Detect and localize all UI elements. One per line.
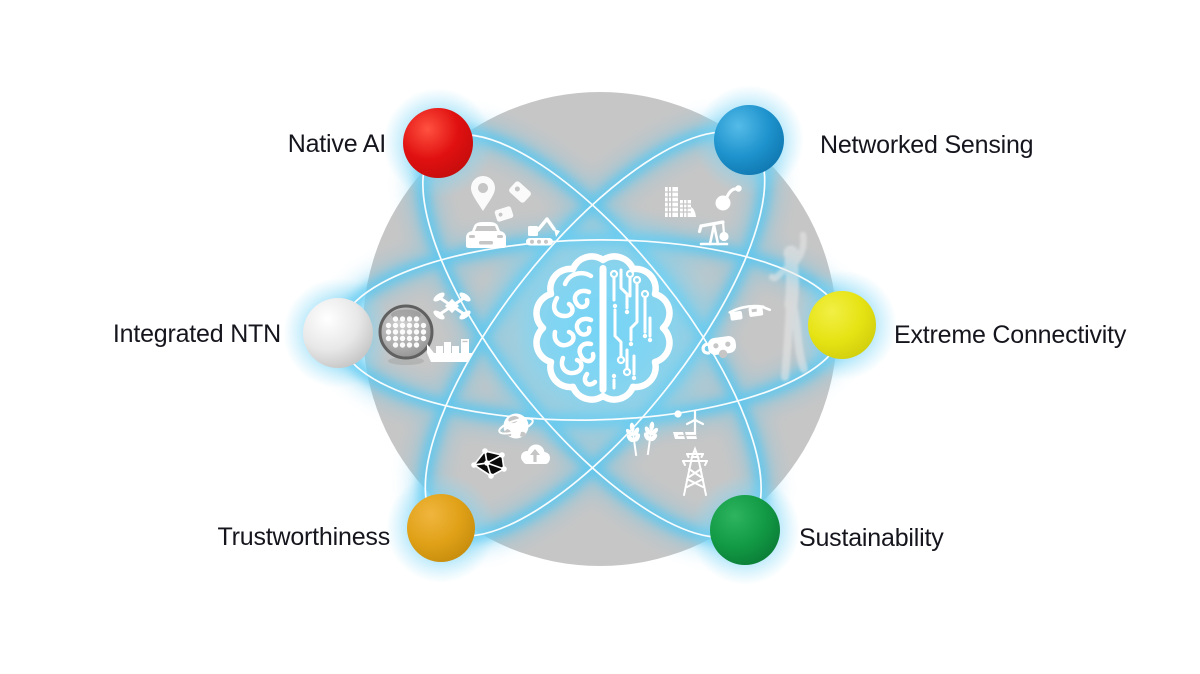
car-icon [466,222,506,248]
map-pins-icon [471,176,531,222]
label-sustainability: Sustainability [799,524,944,552]
ai-brain-icon [533,253,673,403]
excavator-icon [526,217,560,246]
node-extreme-connectivity [808,291,876,359]
brain-circuits [609,268,653,390]
node-integrated-ntn [303,298,373,368]
wheat-icon [625,421,659,456]
label-extreme-connectivity: Extreme Connectivity [894,321,1127,349]
node-trustworthiness [407,494,475,562]
power-tower-icon [682,446,708,496]
oil-pump-icon [697,220,729,246]
label-native-ai: Native AI [287,130,386,158]
drone-icon [433,292,471,320]
renewable-energy-icon [673,409,705,440]
node-sustainability [710,495,780,565]
cargo-ship-icon [427,339,473,362]
node-native-ai [403,108,473,178]
label-networked-sensing: Networked Sensing [820,131,1034,159]
brain-folds [552,271,598,387]
satellite-sphere-icon [378,304,434,365]
sensor-ball-icon [715,185,742,211]
label-integrated-ntn: Integrated NTN [112,320,281,348]
node-networked-sensing [714,105,784,175]
cloud-upload-icon [521,444,550,464]
vr-headset-icon [701,336,737,359]
smart-glasses-icon [728,304,772,321]
label-trustworthiness: Trustworthiness [217,523,390,551]
globe-icon [498,413,534,439]
network-graph-icon [471,448,507,479]
buildings-icon [665,187,696,217]
dancer-silhouette [768,231,808,381]
